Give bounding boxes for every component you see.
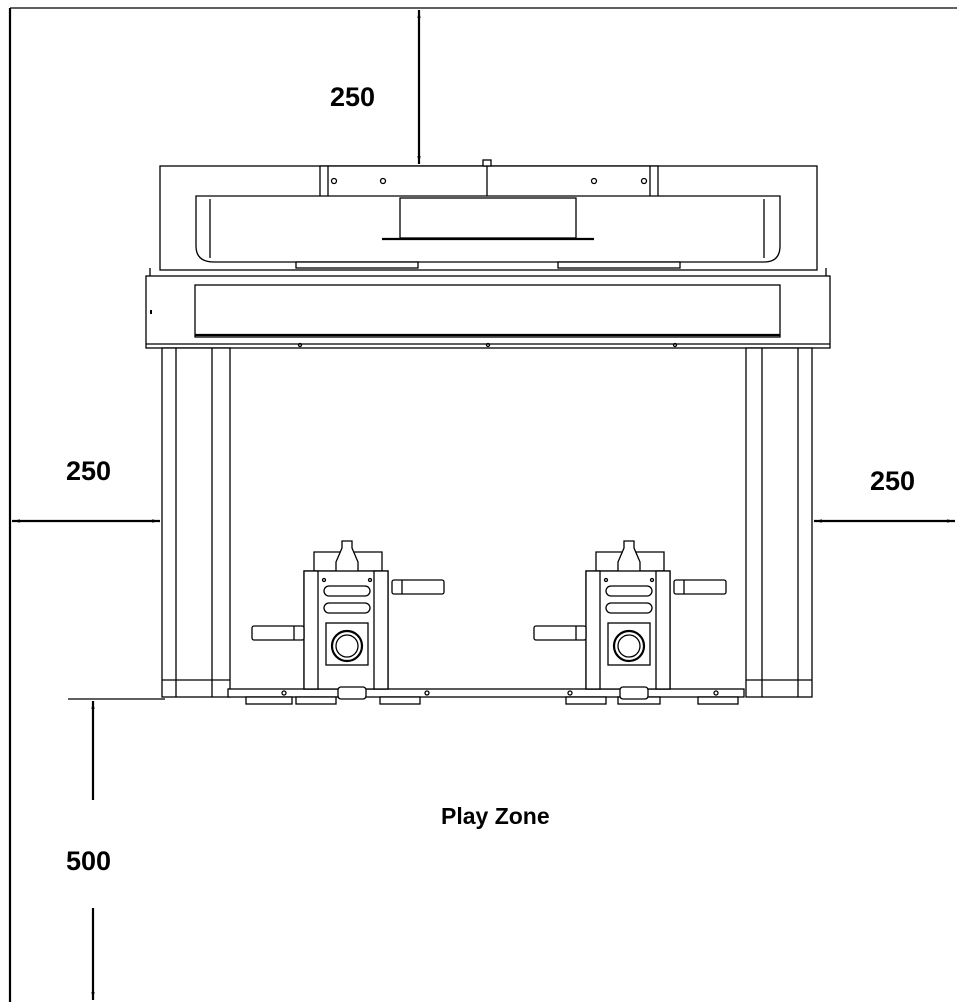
front-clearance-label: 500	[66, 846, 111, 876]
marquee-panel	[319, 165, 659, 201]
play-zone-label: Play Zone	[441, 803, 550, 829]
gun-controller-left	[251, 540, 445, 700]
cabinet	[145, 159, 831, 705]
base-plate	[227, 688, 745, 698]
right-side-panel	[745, 347, 813, 698]
right-clearance-label: 250	[870, 466, 915, 496]
dimension-arrows	[12, 10, 955, 1000]
gun-controller-right	[533, 540, 727, 700]
boundary-walls	[8, 7, 957, 1002]
left-clearance-label: 250	[66, 456, 111, 486]
control-panel-window	[194, 284, 781, 338]
center-display	[399, 197, 577, 239]
top-clearance-label: 250	[330, 82, 375, 112]
left-side-panel	[161, 347, 231, 698]
